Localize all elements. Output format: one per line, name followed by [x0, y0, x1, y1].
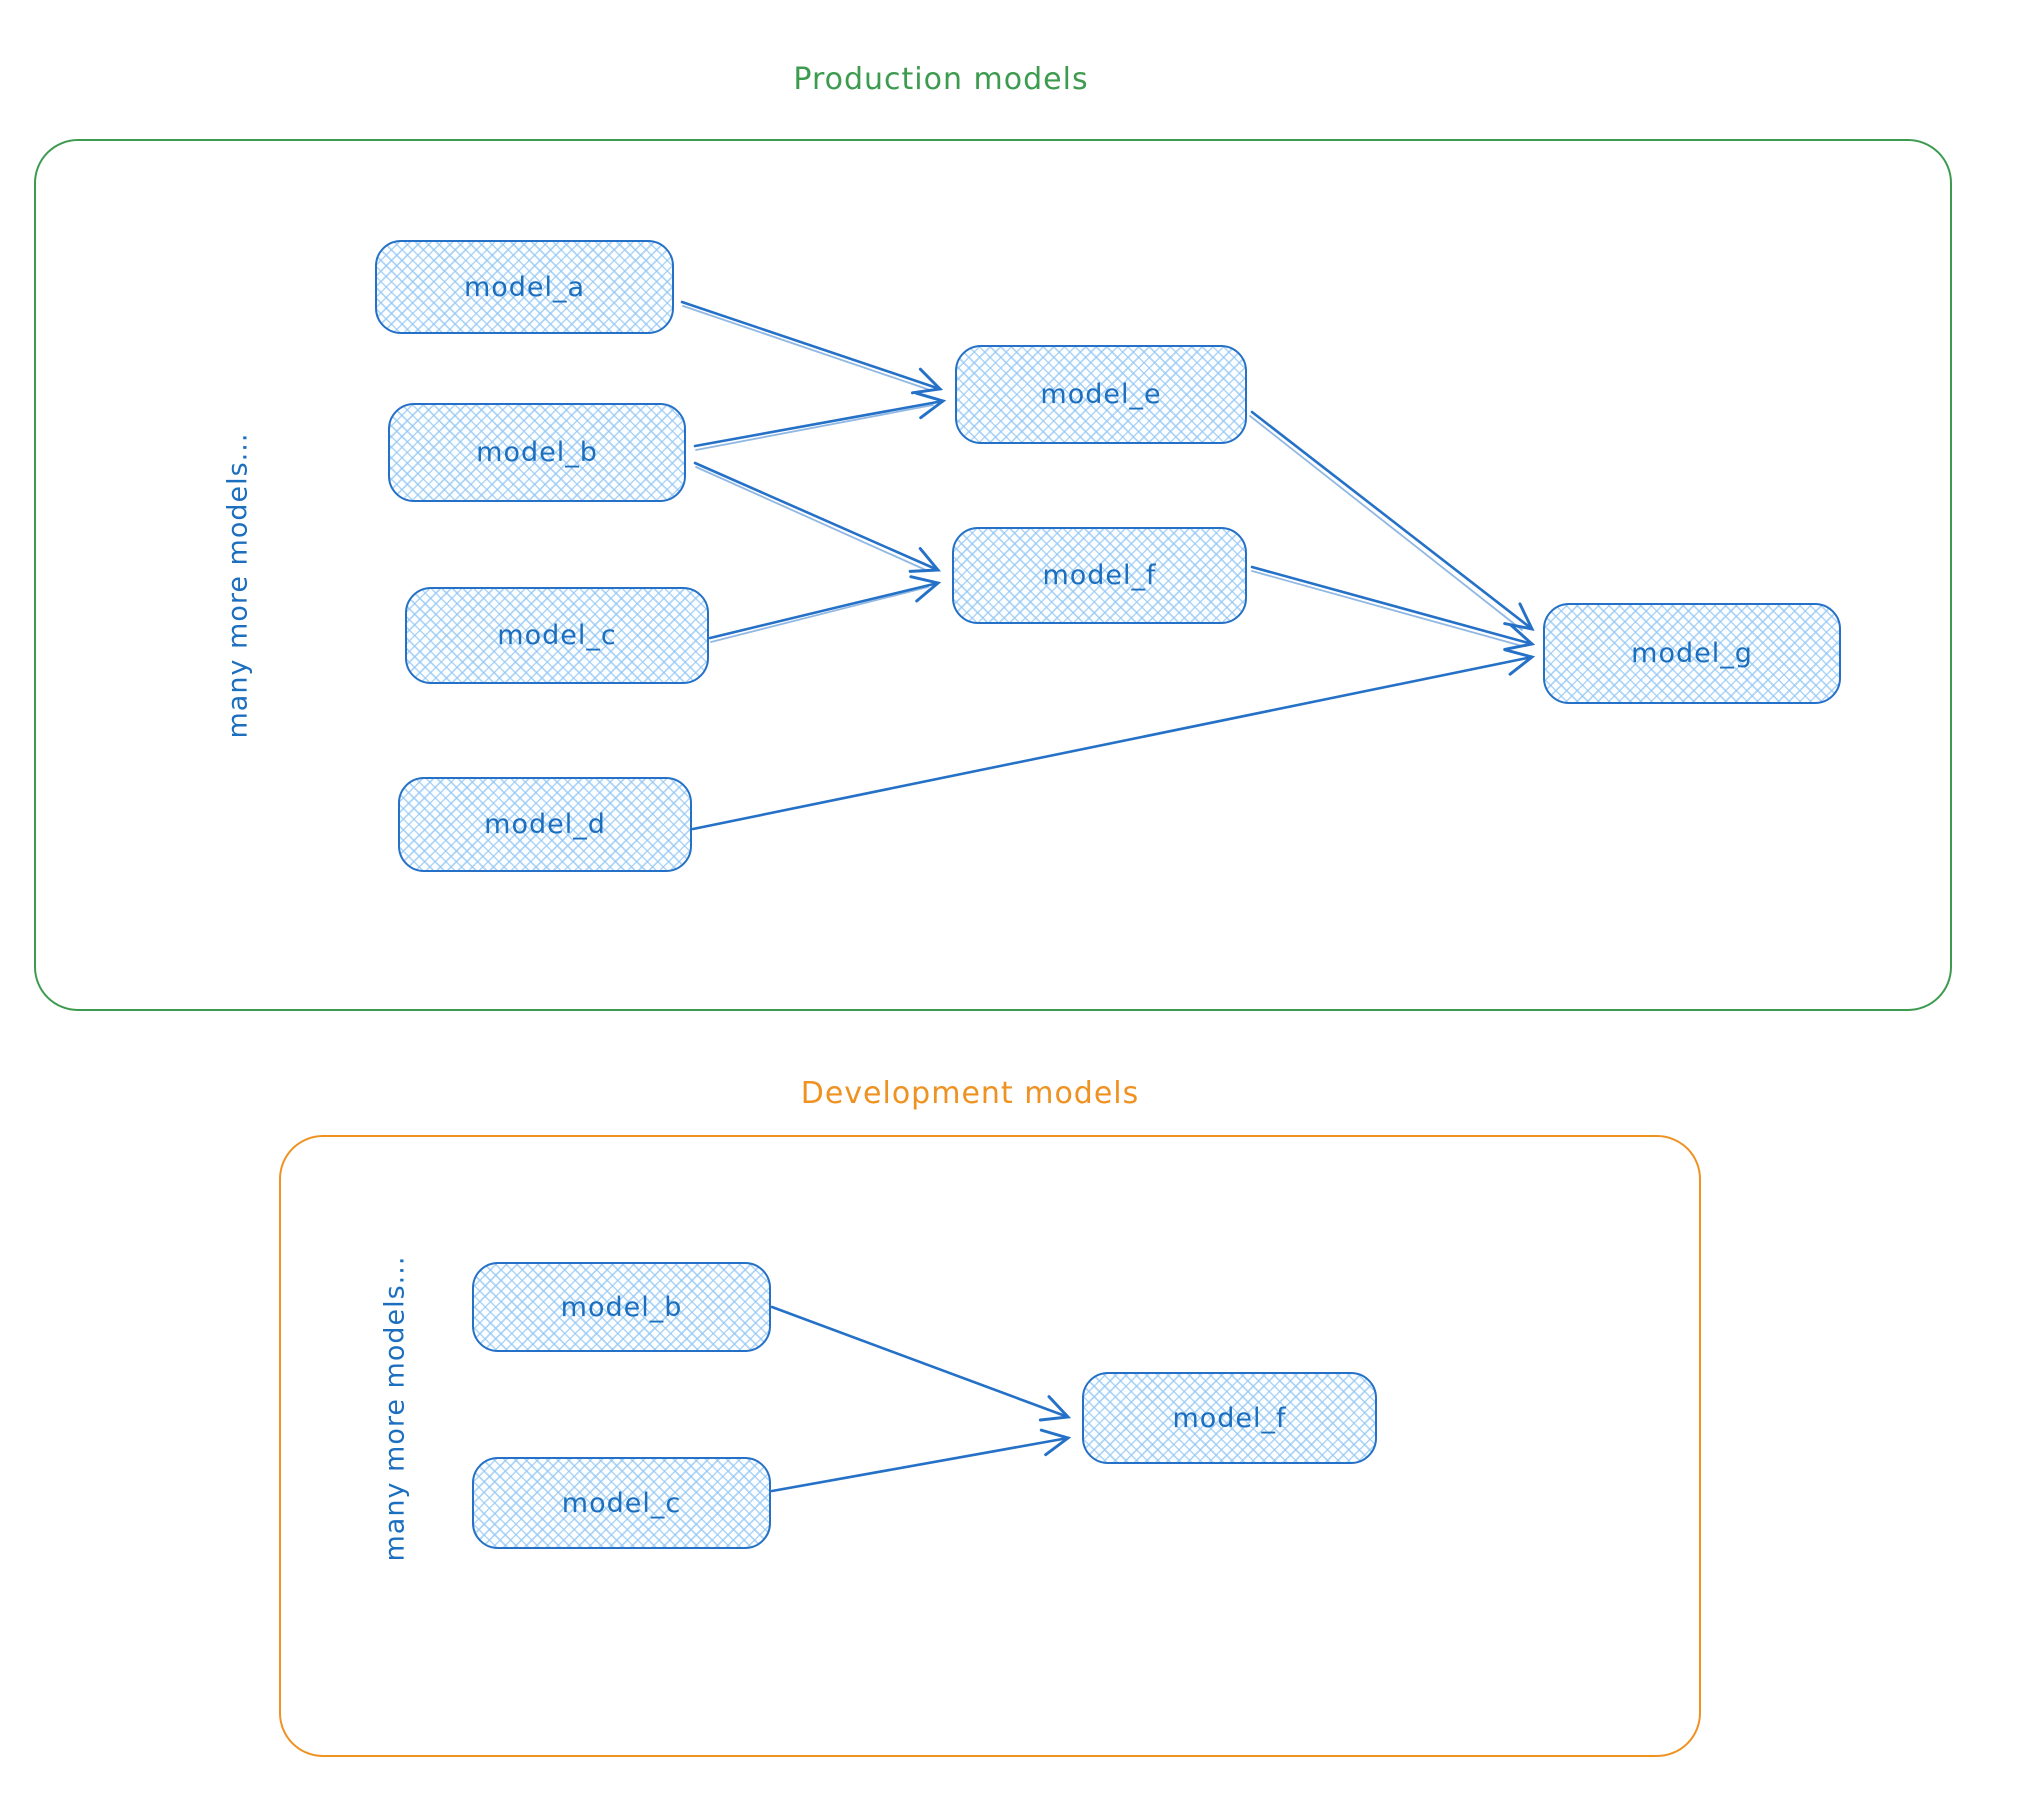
node-dev-model-f[interactable]: model_f — [1082, 1372, 1377, 1464]
production-frame[interactable] — [34, 139, 1952, 1011]
node-model-g-label: model_g — [1631, 638, 1753, 669]
development-frame[interactable] — [279, 1135, 1701, 1757]
node-model-a[interactable]: model_a — [375, 240, 674, 334]
node-model-f[interactable]: model_f — [952, 527, 1247, 624]
node-dev-model-c[interactable]: model_c — [472, 1457, 771, 1549]
node-dev-model-c-label: model_c — [561, 1487, 682, 1519]
node-model-a-label: model_a — [463, 271, 586, 303]
production-title: Production models — [793, 62, 1089, 97]
node-model-b-label: model_b — [476, 437, 598, 468]
node-model-d-label: model_d — [484, 809, 606, 840]
production-side-label: many more models... — [222, 432, 254, 739]
node-dev-model-b-label: model_b — [560, 1291, 683, 1323]
node-model-b[interactable]: model_b — [388, 403, 686, 502]
node-model-e[interactable]: model_e — [955, 345, 1247, 444]
node-model-c-label: model_c — [497, 620, 617, 651]
node-model-c[interactable]: model_c — [405, 587, 709, 684]
node-dev-model-f-label: model_f — [1172, 1402, 1287, 1434]
node-model-f-label: model_f — [1042, 560, 1157, 591]
development-title: Development models — [800, 1076, 1140, 1111]
node-dev-model-b[interactable]: model_b — [472, 1262, 771, 1352]
node-model-g[interactable]: model_g — [1543, 603, 1841, 704]
development-side-label: many more models... — [379, 1255, 411, 1562]
node-model-e-label: model_e — [1040, 379, 1162, 410]
node-model-d[interactable]: model_d — [398, 777, 692, 872]
